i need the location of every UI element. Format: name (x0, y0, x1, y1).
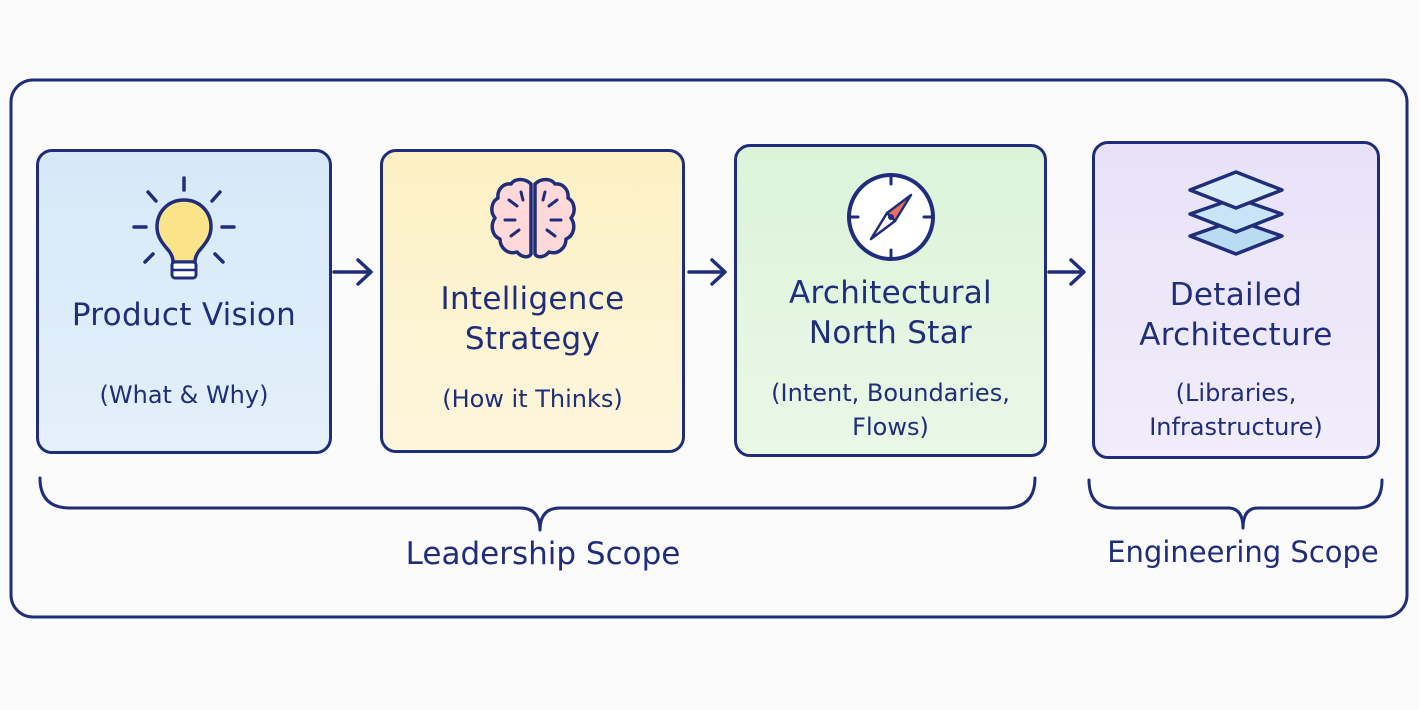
card-title: Intelligence Strategy (440, 281, 625, 357)
card-intelligence-strategy: Intelligence Strategy (How it Thinks) (380, 149, 685, 453)
card-subtitle: (Libraries, Infrastructure) (1149, 379, 1323, 441)
card-title: Detailed Architecture (1139, 277, 1333, 353)
card-product-vision: Product Vision (What & Why) (36, 149, 332, 454)
compass-icon (843, 169, 939, 269)
card-detailed-architecture: Detailed Architecture (Libraries, Infras… (1092, 141, 1380, 459)
card-title: Architectural North Star (789, 275, 992, 351)
engineering-scope-label: Engineering Scope (1107, 535, 1379, 569)
arrow-northstar-to-detailed (1047, 258, 1086, 286)
arrow-strategy-to-northstar (687, 258, 727, 286)
brain-icon (485, 172, 581, 272)
layers-icon (1184, 164, 1288, 264)
lightbulb-icon (129, 174, 239, 288)
outer-frame (9, 78, 1409, 619)
card-subtitle: (How it Thinks) (442, 385, 623, 413)
arrow-vision-to-strategy (332, 258, 373, 286)
card-title: Product Vision (71, 297, 297, 333)
leadership-scope-label: Leadership Scope (405, 536, 681, 572)
card-subtitle: (Intent, Boundaries, Flows) (771, 379, 1010, 441)
leadership-brace (38, 476, 1037, 532)
engineering-brace (1087, 478, 1384, 530)
card-architectural-north-star: Architectural North Star (Intent, Bounda… (734, 144, 1047, 457)
card-subtitle: (What & Why) (99, 381, 269, 409)
